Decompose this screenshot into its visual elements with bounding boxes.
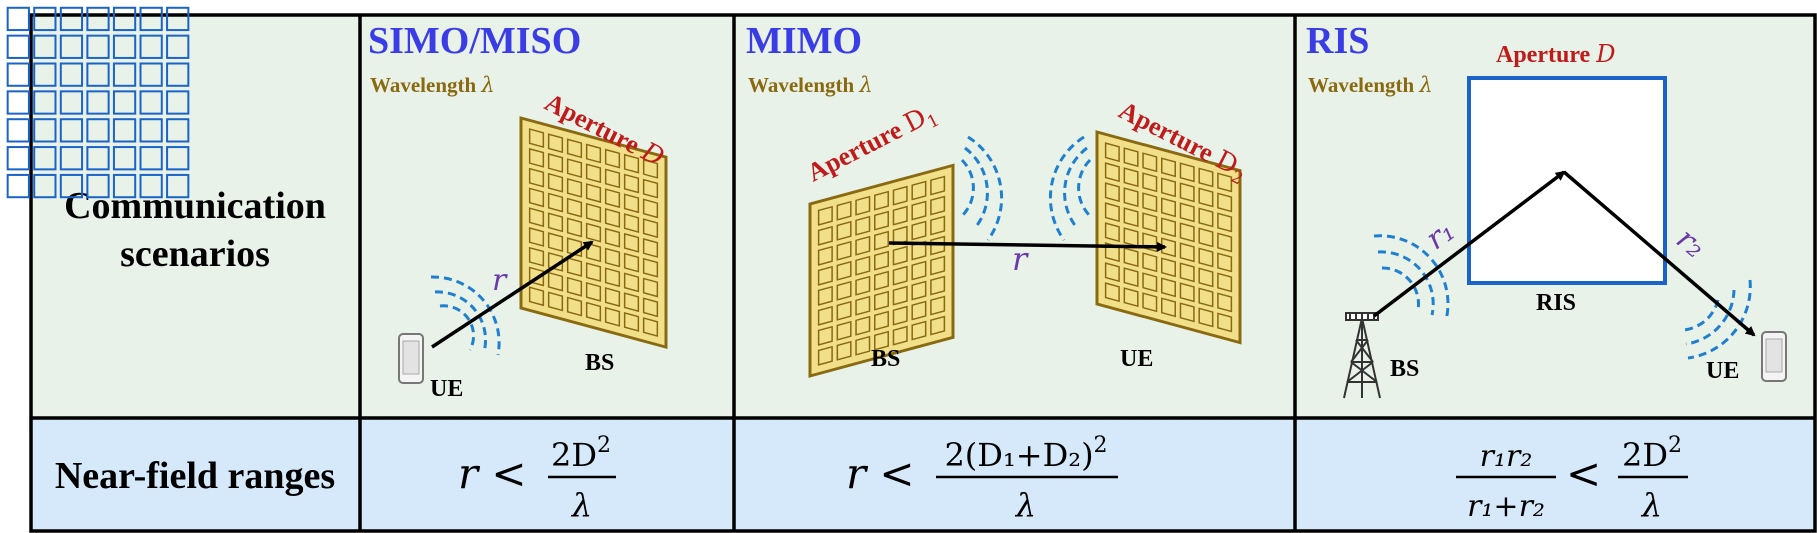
simo-formula-numerator: 2D2: [551, 433, 611, 474]
ris-surface-panel: [6, 6, 1667, 285]
formula-mimo: r < 2(D₁+D₂)2 λ: [846, 433, 1118, 524]
ris-formula-frac1-denominator: r₁+r₂: [1467, 489, 1545, 524]
ris-aperture-label: Aperture D: [1496, 40, 1615, 68]
mimo-ue-panel: [1095, 130, 1242, 345]
ris-incident-arrow: [1372, 170, 1566, 318]
mimo-bs-panel: [808, 163, 955, 378]
simo-formula-denominator: λ: [570, 486, 592, 524]
row-header-scenarios-line1: Communication: [64, 185, 326, 227]
formula-simo: r < 2D2 λ: [458, 433, 616, 524]
ris-reflected-arrow: [1562, 170, 1756, 337]
cell-simo-miso: SIMO/MISO Wavelength λ Aperture D r UE B…: [368, 20, 669, 402]
ris-formula-numerator: 2D2: [1622, 433, 1682, 474]
mimo-distance-arrow: [888, 241, 1167, 252]
ris-ue-label: UE: [1706, 358, 1739, 384]
simo-distance-arrow: [431, 240, 594, 349]
simo-wave-icon: [430, 275, 501, 356]
cell-ris: RIS Wavelength λ Aperture D RIS: [6, 6, 1787, 399]
mimo-wavelength-label: Wavelength λ: [748, 73, 873, 97]
formula-ris: r₁r₂ r₁+r₂ < 2D2 λ: [1456, 433, 1688, 524]
ris-formula-frac1-numerator: r₁r₂: [1480, 439, 1533, 474]
ris-formula-lt: <: [1566, 449, 1601, 498]
simo-bs-label: BS: [585, 350, 614, 376]
mimo-wave-left-icon: [960, 135, 1004, 241]
ris-surface-label: RIS: [1536, 290, 1576, 316]
simo-ue-label: UE: [430, 376, 463, 402]
ris-formula-denominator: λ: [1640, 486, 1662, 524]
bottom-row-background: [31, 418, 1815, 531]
ris-ue-phone-icon: [1761, 331, 1787, 382]
mimo-title: MIMO: [746, 20, 862, 62]
simo-title: SIMO/MISO: [368, 20, 581, 62]
ris-wavelength-label: Wavelength λ: [1308, 73, 1433, 97]
ris-bs-label: BS: [1390, 356, 1419, 382]
ris-title: RIS: [1306, 20, 1369, 62]
mimo-formula-lhs: r <: [846, 449, 915, 498]
table-grid: [29, 13, 1817, 533]
mimo-bs-label: BS: [871, 346, 900, 372]
ris-bs-wave-icon: [1373, 234, 1450, 321]
simo-distance-label: r: [492, 263, 508, 298]
simo-ue-phone-icon: [398, 333, 424, 384]
mimo-ue-label: UE: [1120, 346, 1153, 372]
row-header-nearfield: Near-field ranges: [55, 455, 335, 497]
simo-wavelength-label: Wavelength λ: [370, 73, 495, 97]
mimo-formula-denominator: λ: [1014, 486, 1036, 524]
ris-bs-tower-icon: [1343, 312, 1381, 399]
simo-bs-panel: [519, 116, 668, 350]
row-header-scenarios-line2: scenarios: [120, 233, 270, 275]
mimo-wave-right-icon: [1048, 135, 1092, 241]
simo-formula-lhs: r <: [458, 449, 527, 498]
mimo-distance-label: r: [1012, 240, 1029, 278]
mimo-formula-numerator: 2(D₁+D₂)2: [944, 433, 1107, 474]
